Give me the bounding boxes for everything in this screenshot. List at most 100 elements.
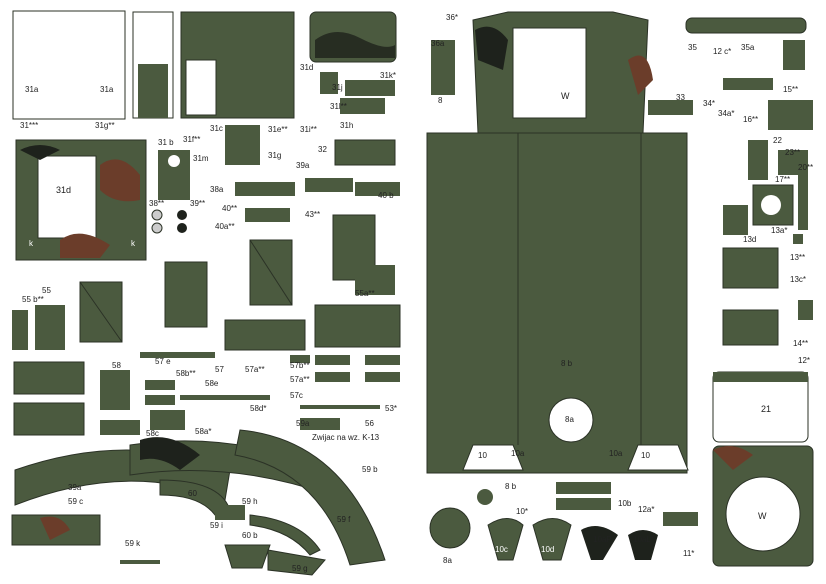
camo-hull	[475, 26, 508, 71]
label-31h: 31h	[340, 121, 354, 130]
label-59f: 59 f	[337, 515, 351, 524]
part-59k	[120, 560, 160, 564]
part-31l	[340, 98, 385, 114]
part-58b-2	[145, 395, 175, 405]
part-13	[722, 247, 779, 289]
part-55-c-diag	[249, 239, 293, 306]
label-23: 23**	[785, 148, 801, 157]
label-10c: 10c	[495, 545, 508, 554]
part-55a	[355, 265, 395, 295]
label-14: 14**	[793, 339, 809, 348]
label-31-star: 31***	[20, 121, 39, 130]
label-w-bottom: W	[758, 511, 767, 521]
part-15	[723, 78, 773, 90]
label-13d: 13d	[743, 235, 757, 244]
label-38: 38**	[149, 199, 165, 208]
part-10b	[556, 482, 611, 494]
part-23	[778, 150, 808, 175]
part-31e	[225, 125, 260, 165]
part-12a	[663, 512, 698, 526]
part-55b	[12, 310, 28, 350]
part-58-b	[13, 402, 85, 436]
part-31	[12, 10, 126, 120]
label-w-top: W	[561, 91, 570, 101]
label-8b: 8 b	[505, 482, 517, 491]
label-10-star: 10*	[516, 507, 529, 516]
camo-59c	[40, 516, 70, 540]
part-43	[245, 208, 290, 222]
part-58c	[100, 420, 140, 435]
part-31j	[320, 72, 338, 94]
label-32: 32	[318, 145, 327, 154]
part-40b	[355, 182, 400, 196]
left-sheet: 31a 31a 31*** 31g** 31c 31d 31j 31k* 31l…	[11, 10, 401, 576]
part-58-c	[100, 370, 130, 410]
label-22: 22	[773, 136, 782, 145]
part-hull-window	[512, 27, 587, 119]
label-zwijac: Zwijac na wz. K-13	[312, 433, 380, 442]
label-13a: 13a*	[771, 226, 788, 235]
part-39a	[305, 178, 353, 192]
label-57a-2: 57a**	[290, 375, 310, 384]
part-57c	[365, 355, 400, 365]
part-59f	[249, 514, 321, 556]
label-11: 11*	[683, 549, 695, 558]
part-11-window	[725, 476, 801, 552]
label-58c: 58c	[146, 429, 159, 438]
label-57c: 57c	[290, 391, 303, 400]
part-56	[300, 405, 380, 409]
label-58a: 58a*	[195, 427, 212, 436]
part-10c	[487, 518, 524, 561]
label-57b: 57b**	[290, 361, 310, 370]
part-59b-arc	[234, 429, 386, 566]
label-31j: 31j	[332, 83, 343, 92]
label-31g: 31g	[268, 151, 282, 160]
label-31c: 31c	[210, 124, 223, 133]
right-sheet-drawing	[426, 11, 814, 567]
label-31a-left: 31a	[25, 85, 39, 94]
part-58e	[180, 395, 270, 400]
part-20	[798, 175, 808, 230]
label-31l: 31l**	[330, 102, 347, 111]
label-38a: 38a	[210, 185, 224, 194]
part-59a-small	[300, 418, 340, 430]
label-31a-right: 31a	[100, 85, 114, 94]
part-58	[13, 361, 85, 395]
label-43: 43**	[305, 210, 321, 219]
part-10b-2	[556, 498, 611, 510]
label-60: 60	[188, 489, 197, 498]
label-34: 34*	[703, 99, 716, 108]
label-10b: 10b	[618, 499, 632, 508]
label-10aL: 10aL*	[633, 535, 654, 544]
label-13c: 13c*	[790, 275, 807, 284]
part-57c-2	[365, 372, 400, 382]
part-57e	[140, 352, 215, 358]
label-53: 53*	[385, 404, 398, 413]
label-58: 58	[112, 361, 121, 370]
part-13d	[723, 205, 748, 235]
part-32	[334, 139, 396, 166]
label-10-left: 10	[478, 451, 487, 460]
part-17-hole	[761, 195, 781, 215]
label-8b-mid: 8 b	[561, 359, 573, 368]
part-33	[648, 100, 693, 115]
camo-hull-brown	[628, 55, 653, 95]
label-57a: 57a**	[245, 365, 265, 374]
label-59c: 59 c	[68, 497, 84, 506]
label-15: 15**	[783, 85, 799, 94]
label-59g: 59 g	[292, 564, 308, 573]
label-59h: 59 h	[242, 497, 258, 506]
label-8a: 8a	[443, 556, 452, 565]
part-57-b	[314, 304, 401, 348]
label-17: 17**	[775, 175, 791, 184]
part-22	[748, 140, 768, 180]
part-57	[224, 319, 306, 351]
label-k-left: k	[29, 239, 33, 248]
label-12: 12*	[798, 356, 811, 365]
camo-11	[713, 446, 753, 470]
label-59k: 59 k	[125, 539, 141, 548]
part-8a	[429, 507, 471, 549]
camo-31d	[315, 31, 395, 58]
part-31b-hole	[168, 155, 180, 167]
part-31d-window	[37, 155, 97, 239]
